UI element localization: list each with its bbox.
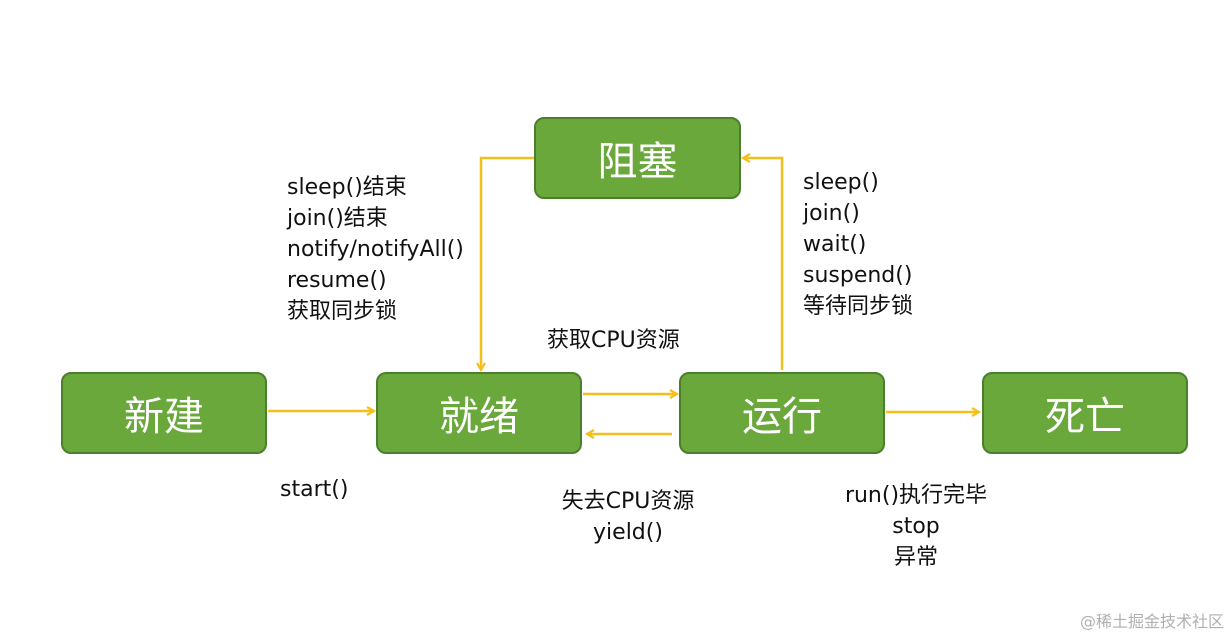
label-line: resume(): [287, 268, 387, 293]
arrow-running-to-blocked: [743, 158, 784, 370]
label-line: 失去CPU资源: [561, 489, 695, 514]
label-line: wait(): [803, 232, 867, 257]
label-line: yield(): [593, 520, 663, 545]
label-line: stop: [892, 514, 940, 539]
label-line: 等待同步锁: [803, 294, 914, 319]
label-new-to-ready: start(): [280, 474, 348, 505]
label-running-to-dead: run()执行完毕 stop 异常: [836, 480, 996, 573]
label-line: sleep(): [803, 170, 879, 195]
label-blocked-to-ready: sleep()结束 join()结束 notify/notifyAll() re…: [287, 172, 464, 327]
label-line: notify/notifyAll(): [287, 237, 464, 262]
label-running-to-blocked: sleep() join() wait() suspend() 等待同步锁: [803, 167, 913, 322]
state-blocked: 阻塞: [534, 117, 741, 199]
state-new: 新建: [61, 372, 267, 454]
arrow-blocked-to-ready: [481, 156, 534, 370]
label-ready-to-running: 获取CPU资源: [547, 325, 680, 356]
state-dead: 死亡: [982, 372, 1188, 454]
label-line: sleep()结束: [287, 175, 407, 200]
state-ready: 就绪: [376, 372, 582, 454]
label-line: suspend(): [803, 263, 913, 288]
label-line: 获取CPU资源: [547, 328, 680, 353]
state-running: 运行: [679, 372, 885, 454]
label-line: run()执行完毕: [844, 483, 988, 508]
label-line: start(): [280, 477, 349, 502]
watermark: @稀土掘金技术社区: [1079, 612, 1224, 631]
label-line: join(): [803, 201, 860, 226]
label-line: join()结束: [287, 206, 388, 231]
label-running-to-ready: 失去CPU资源 yield(): [548, 486, 708, 548]
label-line: 异常: [893, 545, 938, 570]
label-line: 获取同步锁: [287, 299, 398, 324]
